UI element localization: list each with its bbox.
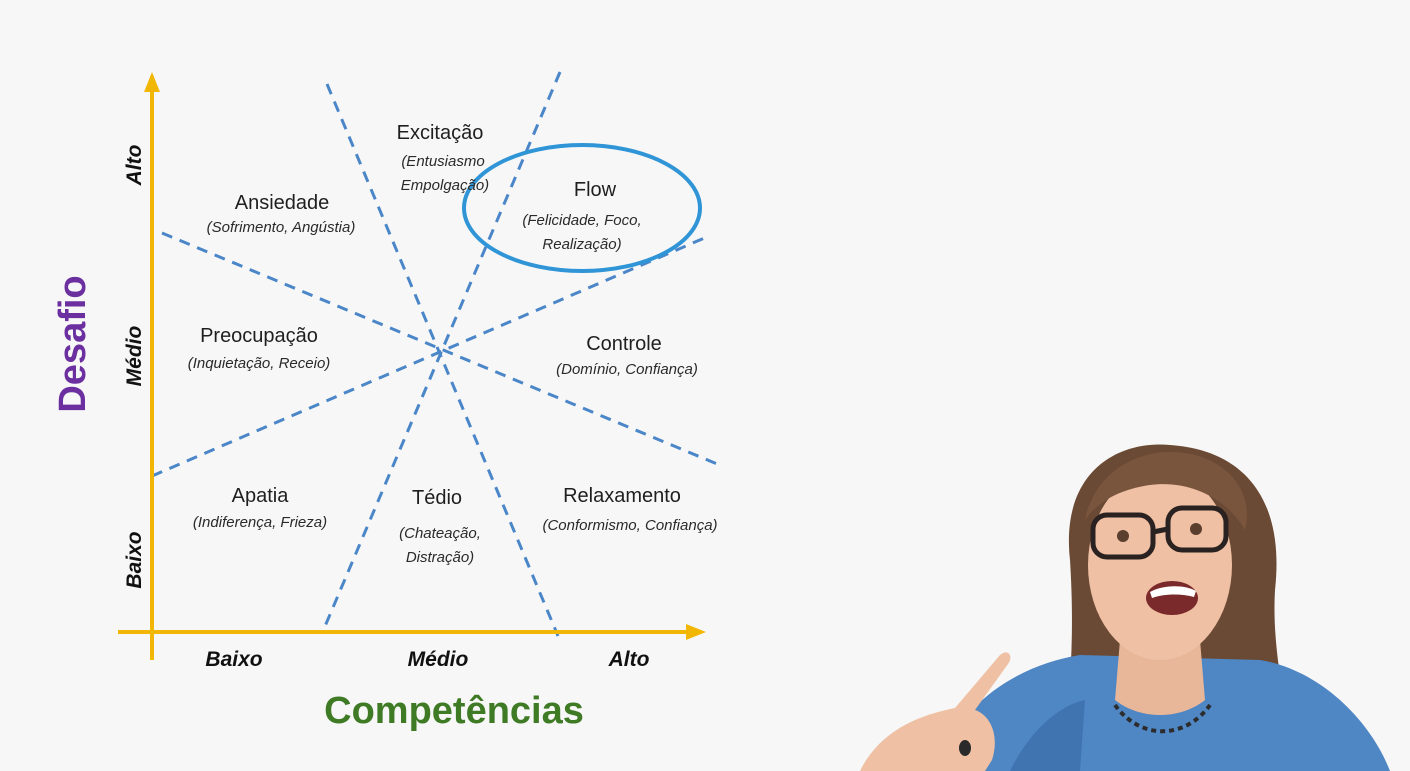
x-tick-medio: Médio xyxy=(408,648,469,671)
zone-controle: Controle (Domínio, Confiança) xyxy=(556,333,698,378)
zone-title: Flow xyxy=(574,179,617,201)
axes xyxy=(118,72,706,660)
zone-relaxamento: Relaxamento (Conformismo, Confiança) xyxy=(542,485,717,534)
zone-title: Controle xyxy=(586,333,662,355)
presenter-photo xyxy=(860,444,1390,771)
zone-title: Relaxamento xyxy=(563,485,681,507)
zone-title: Apatia xyxy=(232,485,290,507)
zone-excitacao: Excitação (Entusiasmo Empolgação) xyxy=(397,122,490,194)
y-tick-alto: Alto xyxy=(123,144,146,186)
zone-subtitle: (Domínio, Confiança) xyxy=(556,361,698,378)
flow-highlight-circle xyxy=(462,143,702,273)
zone-tedio: Tédio (Chateação, Distração) xyxy=(399,487,481,566)
dashed-line-1 xyxy=(325,83,560,637)
zone-title: Tédio xyxy=(412,487,462,509)
x-tick-baixo: Baixo xyxy=(205,648,262,671)
zone-title: Excitação xyxy=(397,122,484,144)
x-axis-title: Competências xyxy=(324,690,584,732)
zone-subtitle: Distração) xyxy=(406,549,474,566)
region-lines xyxy=(151,71,723,637)
zone-title: Ansiedade xyxy=(235,192,330,214)
dashed-line-3 xyxy=(161,231,723,468)
zone-apatia: Apatia (Indiferença, Frieza) xyxy=(193,485,327,531)
zone-subtitle: (Chateação, xyxy=(399,525,481,542)
x-tick-alto: Alto xyxy=(608,648,650,671)
zone-subtitle: Empolgação) xyxy=(401,177,489,194)
zone-subtitle: (Entusiasmo xyxy=(401,153,484,170)
zone-preocupacao: Preocupação (Inquietação, Receio) xyxy=(188,325,331,372)
y-tick-baixo: Baixo xyxy=(123,531,146,588)
zone-subtitle: (Felicidade, Foco, xyxy=(522,212,641,229)
zone-subtitle: Realização) xyxy=(542,236,621,253)
zone-subtitle: (Sofrimento, Angústia) xyxy=(207,219,356,236)
dashed-line-2 xyxy=(321,71,562,632)
zone-title: Preocupação xyxy=(200,325,318,347)
y-axis-arrow xyxy=(144,72,160,92)
y-axis-title: Desafio xyxy=(52,275,94,412)
zone-flow: Flow (Felicidade, Foco, Realização) xyxy=(522,179,641,253)
zone-subtitle: (Conformismo, Confiança) xyxy=(542,517,717,534)
x-axis-arrow xyxy=(686,624,706,640)
dashed-line-4 xyxy=(151,234,710,478)
zone-subtitle: (Inquietação, Receio) xyxy=(188,355,331,372)
y-tick-medio: Médio xyxy=(123,326,146,387)
zone-subtitle: (Indiferença, Frieza) xyxy=(193,514,327,531)
zone-ansiedade: Ansiedade (Sofrimento, Angústia) xyxy=(207,192,356,236)
